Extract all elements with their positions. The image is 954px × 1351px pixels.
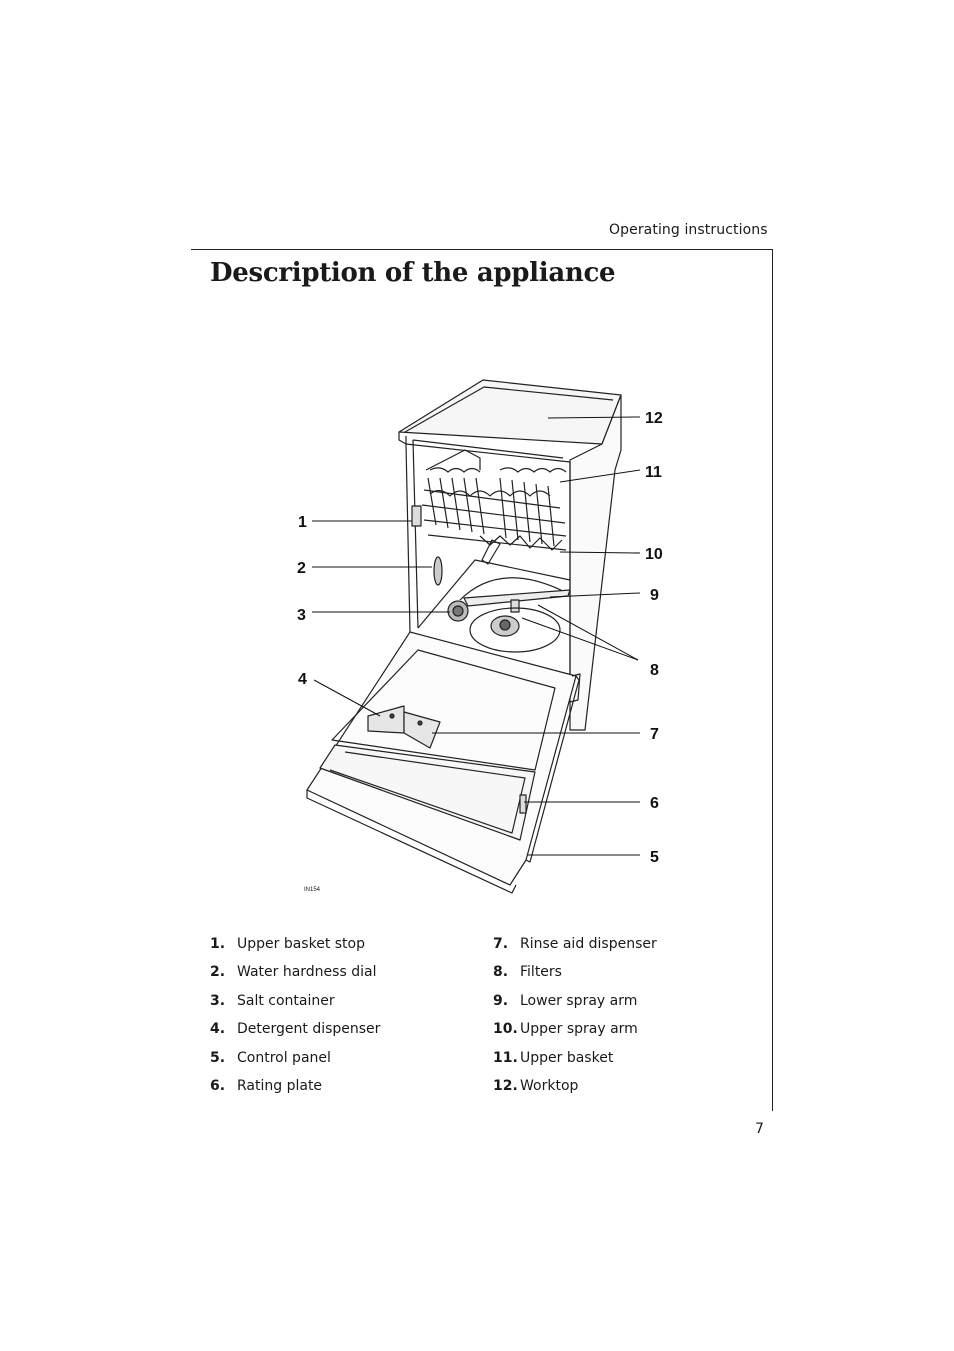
callout-6: 6 xyxy=(650,795,659,812)
legend-label: Detergent dispenser xyxy=(237,1021,381,1038)
legend-label: Lower spray arm xyxy=(520,992,638,1009)
legend-right-column: 7. Rinse aid dispenser 8. Filters 9. Lower … xyxy=(493,936,657,1106)
callout-10: 10 xyxy=(645,546,663,563)
legend-item: 8. Filters xyxy=(493,964,657,992)
legend-left-column: 1. Upper basket stop 2. Water hardness dia… xyxy=(210,936,380,1106)
section-header: Operating instructions xyxy=(609,222,768,238)
legend-item: 10.Upper spray arm xyxy=(493,1021,657,1049)
margin-rule xyxy=(772,249,773,1111)
legend-item: 5. Control panel xyxy=(210,1050,380,1078)
legend-number: 12. xyxy=(493,1077,518,1094)
legend-item: 1. Upper basket stop xyxy=(210,936,380,964)
legend-number: 6. xyxy=(210,1077,226,1094)
legend-item: 4. Detergent dispenser xyxy=(210,1021,380,1049)
callout-3: 3 xyxy=(297,607,306,624)
callout-2: 2 xyxy=(297,560,306,577)
legend-item: 12.Worktop xyxy=(493,1078,657,1106)
page-title: Description of the appliance xyxy=(210,258,616,288)
callout-12: 12 xyxy=(645,410,663,427)
legend-number: 4. xyxy=(210,1021,226,1038)
callout-9: 9 xyxy=(650,587,659,604)
callout-5: 5 xyxy=(650,849,659,866)
legend-label: Control panel xyxy=(237,1049,331,1066)
legend-item: 7. Rinse aid dispenser xyxy=(493,936,657,964)
legend-item: 2. Water hardness dial xyxy=(210,964,380,992)
legend-label: Upper basket stop xyxy=(237,936,365,952)
callout-8: 8 xyxy=(650,662,659,679)
legend-label: Worktop xyxy=(520,1077,579,1094)
legend-item: 11.Upper basket xyxy=(493,1050,657,1078)
legend-label: Filters xyxy=(520,964,562,981)
legend-label: Water hardness dial xyxy=(237,964,377,981)
legend-number: 9. xyxy=(493,992,509,1009)
legend-label: Upper basket xyxy=(520,1049,614,1066)
legend-number: 1. xyxy=(210,936,226,952)
legend-number: 5. xyxy=(210,1049,226,1066)
figure-id: IN154 xyxy=(304,887,321,893)
legend-label: Salt container xyxy=(237,992,335,1009)
legend-number: 3. xyxy=(210,992,226,1009)
callout-1: 1 xyxy=(298,514,307,531)
page-number: 7 xyxy=(755,1121,764,1137)
callout-7: 7 xyxy=(650,726,659,743)
legend-number: 11. xyxy=(493,1049,518,1066)
legend-number: 2. xyxy=(210,964,226,981)
legend-item: 6. Rating plate xyxy=(210,1078,380,1106)
legend-item: 3. Salt container xyxy=(210,993,380,1021)
legend-number: 7. xyxy=(493,936,509,952)
header-rule xyxy=(191,249,773,250)
legend-label: Rating plate xyxy=(237,1077,323,1094)
legend-label: Rinse aid dispenser xyxy=(520,936,657,952)
legend-number: 10. xyxy=(493,1021,518,1038)
legend-number: 8. xyxy=(493,964,509,981)
legend-label: Upper spray arm xyxy=(520,1021,638,1038)
callout-11: 11 xyxy=(645,464,662,481)
callout-4: 4 xyxy=(298,671,307,688)
legend-item: 9. Lower spray arm xyxy=(493,993,657,1021)
